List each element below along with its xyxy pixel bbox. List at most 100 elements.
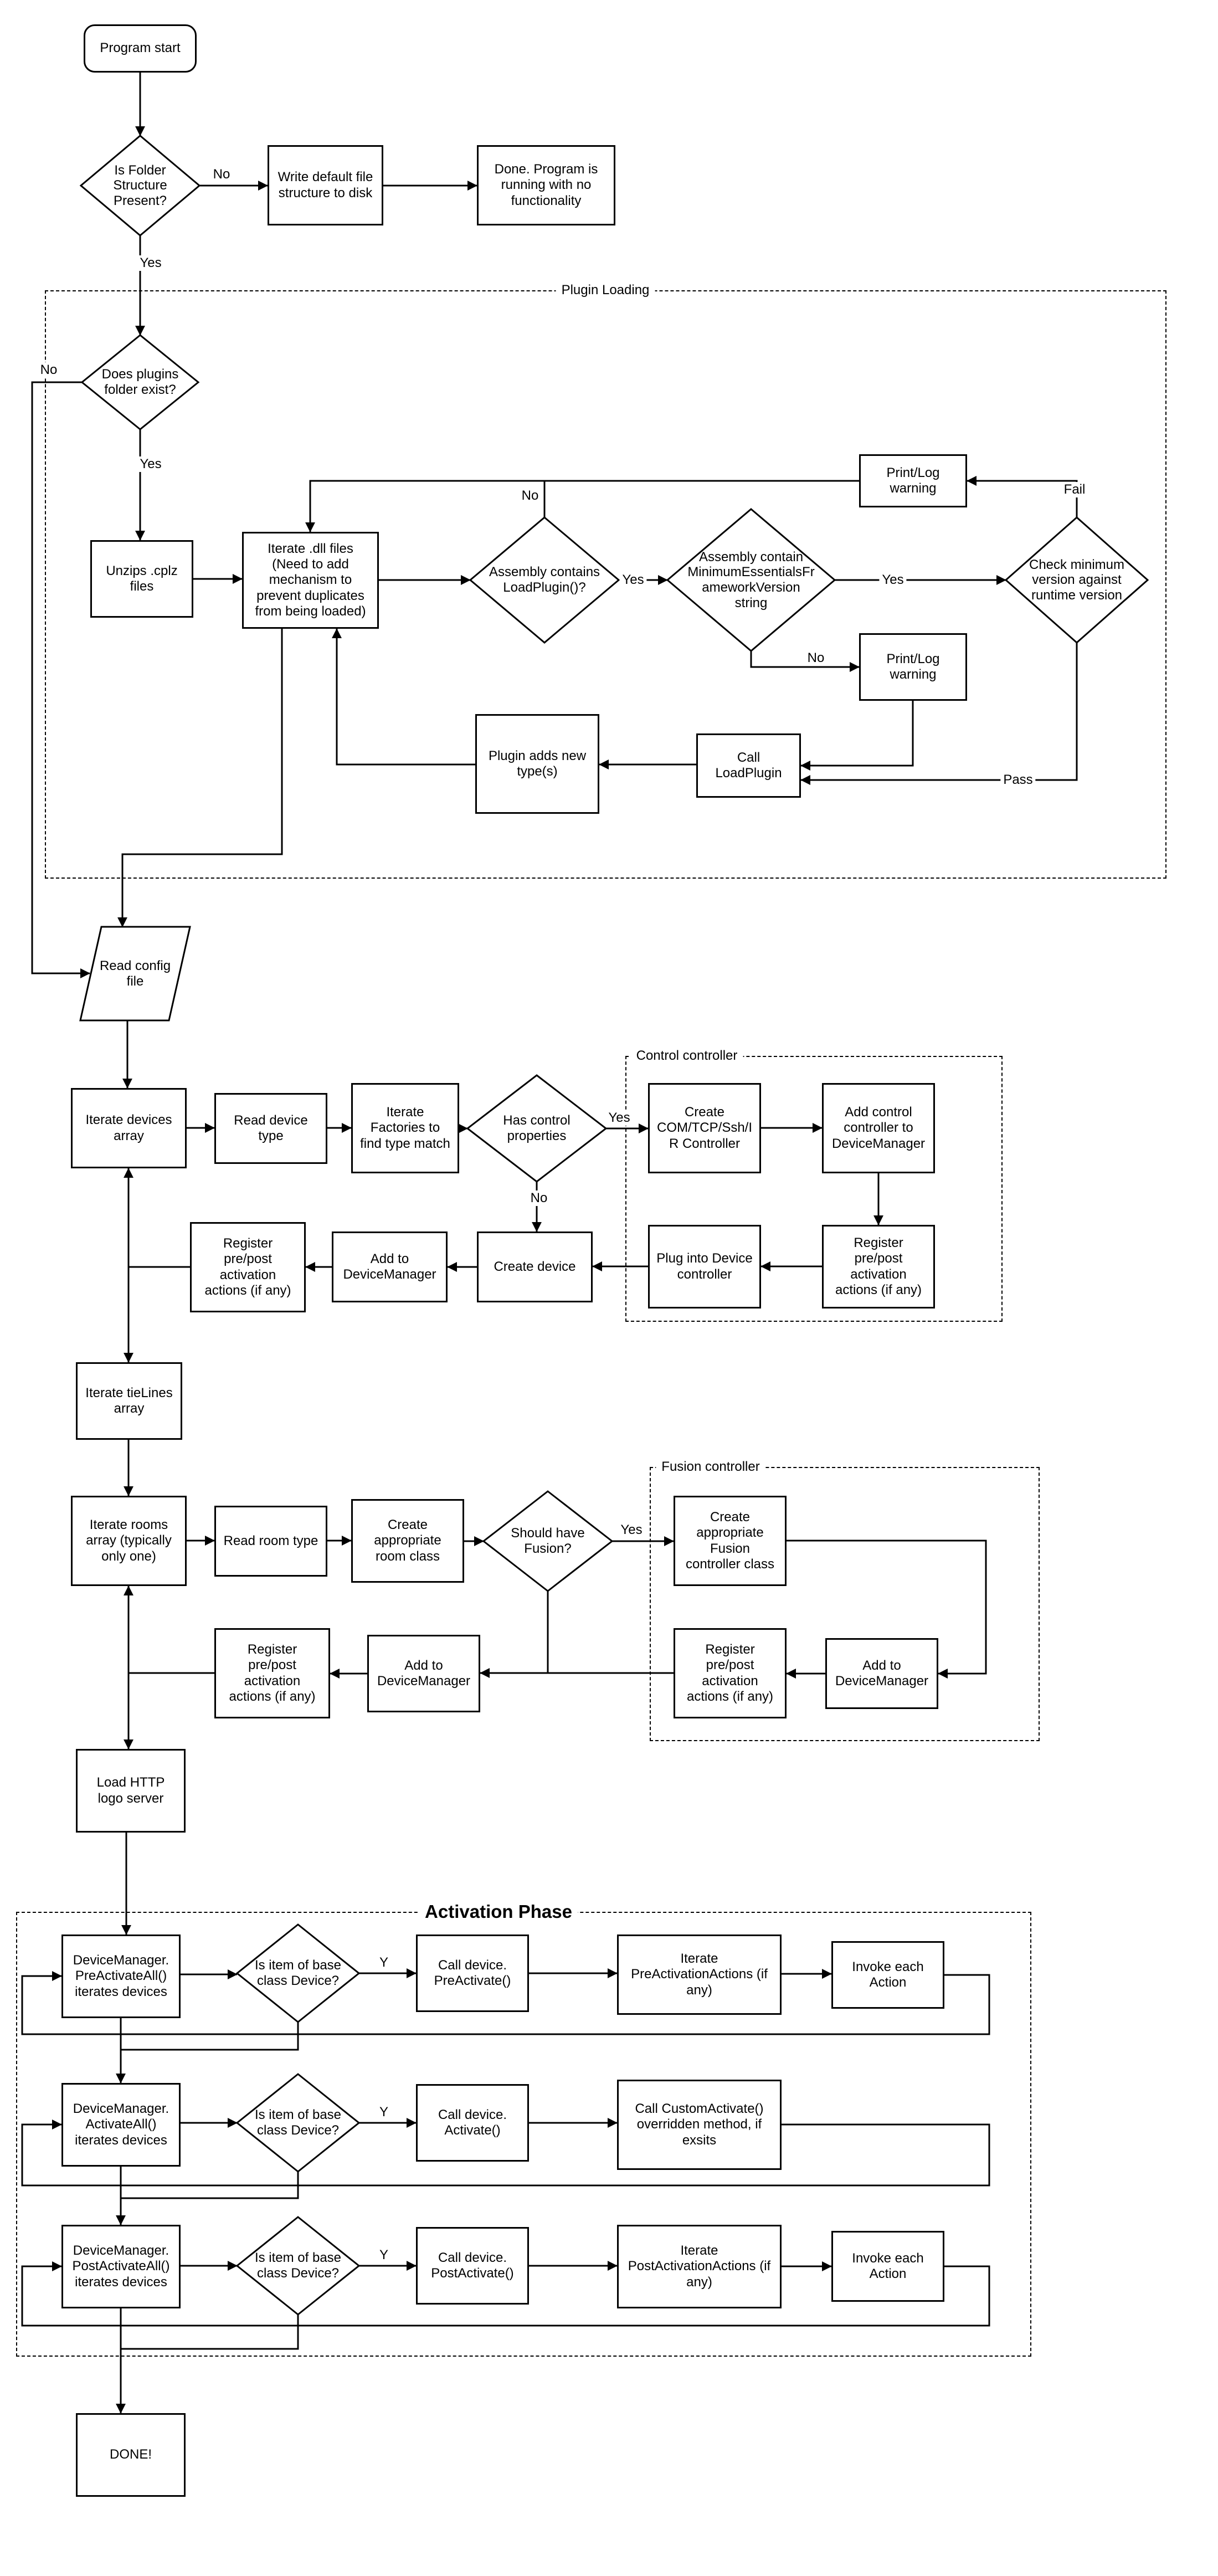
node-call-activate: Call device. Activate() [416,2084,529,2162]
node-iterate-devices: Iterate devices array [71,1088,187,1168]
edge-label-loadplugin-no: No [518,488,542,504]
edge-label-row3-y: Y [376,2247,392,2263]
io-read-config-shape [79,926,191,1022]
edge-register2-rooms [124,1585,214,1674]
decision-fusion: Should have Fusion? [511,1526,585,1556]
node-iterate-rooms: Iterate rooms array (typically only one) [71,1496,187,1586]
decision-hascontrol-shape [466,1074,608,1183]
decision-loadplugin-shape [469,516,620,644]
node-done: DONE! [76,2413,186,2497]
node-create-room-class: Create appropriate room class [351,1499,464,1583]
control-controller-container [625,1056,1003,1322]
edge-warnmid-callloadplugin [800,701,914,771]
node-add-to-devicemanager-2: Add to DeviceManager [367,1635,480,1712]
node-read-room-type: Read room type [214,1506,327,1577]
decision-row3-shape [235,2216,361,2316]
node-unzips-cplz: Unzips .cplz files [90,540,193,618]
node-add-to-devicemanager-1: Add to DeviceManager [332,1231,448,1302]
edge-d1-n-join [121,2022,299,2051]
node-call-preactivate: Call device. PreActivate() [416,1934,529,2012]
decision-row1-base-device: Is item of base class Device? [254,1958,342,1988]
decision-row1-shape [235,1923,361,2023]
edge-label-loadplugin-yes: Yes [619,572,647,588]
edge-plugins-no-readconfig [31,381,90,978]
edge-label-version-fail: Fail [1061,482,1088,497]
node-add-to-devicemanager-fusion: Add to DeviceManager [825,1638,938,1709]
node-plug-into-device-controller: Plug into Device controller [648,1225,761,1308]
decision-plugins-folder-shape [80,334,200,430]
edge-d2-n-join [121,2172,299,2199]
edge-row3-loop [21,2261,990,2327]
fusion-controller-container [650,1467,1040,1741]
edge-minver-no-warnmid [750,651,860,672]
node-add-control-controller: Add control controller to DeviceManager [822,1083,935,1173]
edge-createfusion-adddmfusion [787,1540,987,1679]
edge-iteratedll-readconfig [117,629,283,927]
decision-minver-shape [666,508,836,652]
decision-fusion-shape [482,1490,614,1592]
node-call-postactivate: Call device. PostActivate() [416,2227,529,2305]
node-iterate-dll: Iterate .dll files (Need to add mechanis… [242,532,379,629]
edge-checkver-pass-callloadplugin [800,643,1078,785]
decision-plugins-folder: Does plugins folder exist? [101,367,179,397]
edge-label-plugins-no: No [37,362,60,378]
edge-label-row2-y: Y [376,2105,392,2120]
node-register-prepost-control: Register pre/post activation actions (if… [822,1225,935,1308]
node-create-device: Create device [477,1231,593,1302]
edge-pluginadds-iteratedll [332,628,475,766]
edge-label-version-pass: Pass [1000,772,1036,788]
node-invoke-each-action-1: Invoke each Action [831,1941,944,2009]
fusion-controller-label: Fusion controller [656,1459,765,1475]
node-iterate-preactivationactions: Iterate PreActivationActions (if any) [617,1934,782,2015]
node-preactivateall: DeviceManager. PreActivateAll() iterates… [61,1934,181,2018]
edge-label-control-no: No [527,1190,551,1206]
node-plugin-adds-types: Plugin adds new type(s) [475,714,599,814]
edge-label-plugins-yes: Yes [137,456,165,472]
decision-checkver: Check minimum version against runtime ve… [1029,557,1125,603]
node-done-no-functionality: Done. Program is running with no functio… [477,145,615,225]
plugin-loading-label: Plugin Loading [556,283,655,298]
node-write-default: Write default file structure to disk [268,145,383,225]
node-create-controller: Create COM/TCP/Ssh/IR Controller [648,1083,761,1173]
decision-minver: Assembly contain MinimumEssentialsFramew… [687,549,815,610]
node-register-prepost-1: Register pre/post activation actions (if… [190,1222,306,1312]
decision-folder-structure: Is Folder Structure Present? [113,162,167,208]
node-print-log-warning-top: Print/Log warning [859,454,967,507]
edge-d3-n-join [121,2315,299,2350]
node-load-http-logo-server: Load HTTP logo server [76,1749,186,1833]
node-activateall: DeviceManager. ActivateAll() iterates de… [61,2083,181,2167]
node-iterate-tielines: Iterate tieLines array [76,1362,182,1440]
edge-label-control-yes: Yes [605,1110,633,1126]
edge-register1-iteratedevices [124,1168,190,1268]
edge-warntop-iteratedll [305,480,859,532]
decision-row2-shape [235,2073,361,2173]
io-read-config: Read config file [99,958,171,989]
decision-loadplugin: Assembly contains LoadPlugin()? [489,565,600,595]
edge-row1-loop [21,1971,990,2035]
activation-phase-label: Activation Phase [419,1901,578,1922]
edge-label-folder-no: No [210,167,233,182]
edge-checkver-fail-warntop [967,476,1078,517]
decision-checkver-shape [1004,516,1149,644]
node-call-loadplugin: Call LoadPlugin [696,733,801,798]
edge-label-minver-yes: Yes [879,572,907,588]
node-register-prepost-fusion: Register pre/post activation actions (if… [674,1628,787,1718]
node-register-prepost-2: Register pre/post activation actions (if… [214,1628,330,1718]
edge-label-minver-no: No [804,650,828,666]
decision-hascontrol: Has control properties [503,1113,571,1143]
edge-label-fusion-yes: Yes [618,1522,645,1538]
node-invoke-each-action-2: Invoke each Action [831,2231,944,2302]
edge-row2-loop [21,2120,990,2187]
node-iterate-factories: Iterate Factories to find type match [351,1083,459,1173]
edge-label-folder-yes: Yes [137,255,165,271]
decision-folder-structure-shape [79,135,201,237]
node-iterate-postactivationactions: Iterate PostActivationActions (if any) [617,2225,782,2308]
node-postactivateall: DeviceManager. PostActivateAll() iterate… [61,2225,181,2308]
node-program-start: Program start [84,24,197,73]
edge-label-row1-y: Y [376,1955,392,1971]
decision-row2-base-device: Is item of base class Device? [254,2107,342,2138]
node-create-fusion-controller: Create appropriate Fusion controller cla… [674,1496,787,1586]
decision-row3-base-device: Is item of base class Device? [254,2250,342,2281]
